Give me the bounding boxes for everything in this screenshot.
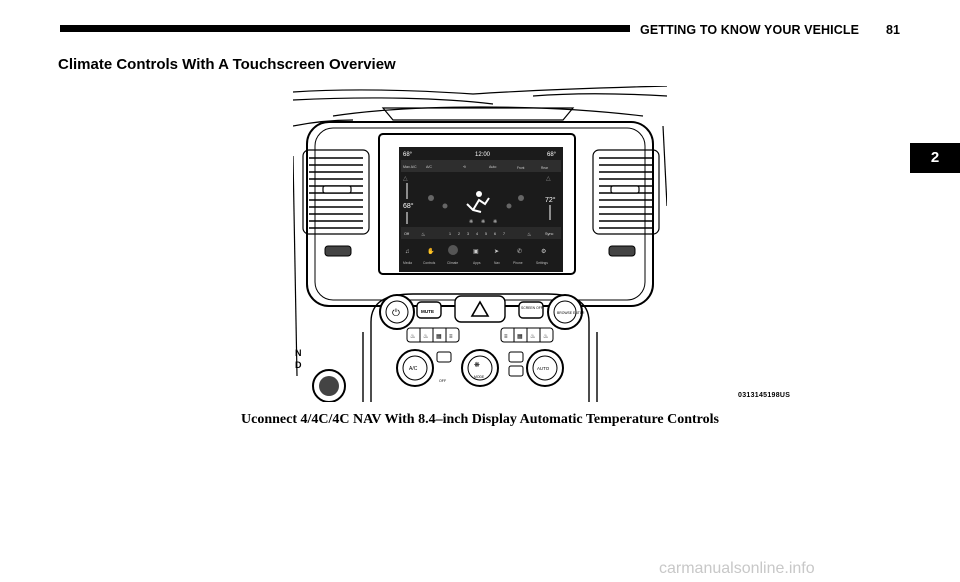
max-ac-button[interactable]: Max A/C: [403, 165, 417, 169]
off-label: OFF: [439, 379, 447, 383]
svg-text:❋: ❋: [481, 219, 485, 225]
header-rule: [60, 25, 630, 32]
right-air-vent: [592, 149, 660, 257]
right-temp-knob[interactable]: AUTO: [526, 349, 564, 387]
fan-icon: ❋: [474, 361, 480, 369]
screen-clock: 12:00: [475, 152, 491, 158]
phone-icon[interactable]: ✆: [517, 248, 522, 255]
left-temp-knob[interactable]: A/C: [396, 349, 434, 387]
right-temp-up-icon[interactable]: △: [546, 176, 551, 182]
svg-text:♨: ♨: [530, 333, 535, 340]
nav-controls[interactable]: Controls: [423, 261, 436, 265]
fan-speed-7[interactable]: 7: [503, 232, 505, 236]
left-setpoint: 68°: [403, 202, 414, 210]
nav-apps[interactable]: Apps: [473, 261, 481, 265]
svg-text:SCREEN OFF: SCREEN OFF: [521, 306, 543, 310]
svg-text:BROWSE ENTER: BROWSE ENTER: [557, 311, 585, 315]
seat-button-row[interactable]: [406, 327, 554, 343]
nav-settings[interactable]: Settings: [536, 261, 548, 265]
figure-id: 0313145198US: [738, 392, 791, 399]
nav-climate[interactable]: Climate: [447, 261, 458, 265]
left-temp-up-icon[interactable]: △: [403, 176, 408, 182]
sync-button[interactable]: Sync: [545, 232, 554, 236]
lower-control-panel: [362, 293, 598, 402]
nav-media[interactable]: Media: [403, 261, 412, 265]
fan-speed-1[interactable]: 1: [449, 232, 451, 236]
fan-speed-2[interactable]: 2: [458, 232, 460, 236]
svg-text:MODE: MODE: [474, 375, 485, 379]
media-icon[interactable]: ♫: [405, 249, 410, 255]
left-air-vent: [302, 149, 370, 257]
climate-icon[interactable]: [448, 245, 458, 255]
right-setpoint: 72°: [545, 196, 556, 204]
dashboard-illustration: 68° 12:00 68° Max A/C A/C ⟲ Auto Front R…: [292, 85, 668, 403]
svg-text:AUTO: AUTO: [537, 366, 550, 371]
nav-icons[interactable]: ♫ ✋ ▣ ➤ ✆ ⚙: [405, 245, 546, 255]
fan-speed-5[interactable]: 5: [485, 232, 487, 236]
svg-text:≡: ≡: [449, 334, 453, 340]
browse-enter-knob[interactable]: BROWSE ENTER: [547, 294, 585, 330]
svg-text:A/C: A/C: [409, 366, 418, 372]
power-icon: ⏻: [392, 308, 400, 319]
gear-selector: N D: [295, 348, 346, 403]
svg-text:MUTE: MUTE: [421, 309, 434, 314]
seat-heat-icons: ♨ ♨ ▦ ≡ ≡ ▦ ♨ ♨: [410, 333, 548, 340]
nav-phone[interactable]: Phone: [513, 261, 523, 265]
watermark[interactable]: carmanualsonline.info: [659, 560, 815, 577]
nav-nav[interactable]: Nav: [494, 261, 500, 265]
recirc-icon[interactable]: ⟲: [463, 165, 467, 169]
mode-knob[interactable]: ❋ MODE: [461, 349, 499, 387]
svg-text:D: D: [295, 360, 302, 370]
svg-text:N: N: [295, 348, 302, 358]
page-number: 81: [886, 23, 900, 37]
front-defrost-button[interactable]: Front: [517, 166, 525, 170]
touchscreen[interactable]: 68° 12:00 68° Max A/C A/C ⟲ Auto Front R…: [378, 133, 576, 275]
airflow-mode-icons[interactable]: [428, 195, 524, 209]
fan-speed-3[interactable]: 3: [467, 232, 469, 236]
apps-icon[interactable]: ▣: [473, 249, 479, 255]
settings-icon[interactable]: ⚙: [541, 248, 546, 255]
section-title: Climate Controls With A Touchscreen Over…: [58, 56, 396, 73]
nav-icon[interactable]: ➤: [494, 249, 499, 255]
svg-text:▦: ▦: [436, 334, 442, 340]
svg-text:♨: ♨: [543, 333, 548, 340]
hazard-button[interactable]: [454, 295, 506, 323]
ac-button[interactable]: A/C: [426, 165, 432, 169]
svg-text:❋: ❋: [493, 219, 497, 225]
screen-off-button[interactable]: SCREEN OFF: [518, 301, 544, 319]
svg-text:♨: ♨: [410, 333, 415, 340]
volume-knob[interactable]: ⏻: [379, 294, 415, 330]
rear-defrost-button[interactable]: Rear: [541, 166, 549, 170]
hazard-icon: [470, 300, 490, 317]
svg-text:♨: ♨: [423, 333, 428, 340]
fan-mode-icons[interactable]: ❋ ❋ ❋: [469, 219, 497, 225]
chapter-tab[interactable]: 2: [910, 143, 960, 173]
controls-icon[interactable]: ✋: [427, 247, 434, 255]
defrost-buttons[interactable]: [436, 351, 524, 377]
seated-person-icon: [466, 191, 490, 213]
svg-text:≡: ≡: [504, 334, 508, 340]
off-button[interactable]: Off: [404, 232, 410, 236]
figure-caption: Uconnect 4/4C/4C NAV With 8.4–inch Displ…: [241, 412, 719, 427]
seat-heat-right-icon[interactable]: ♨: [527, 232, 531, 238]
screen-left-temp: 68°: [403, 152, 413, 158]
mute-button[interactable]: MUTE: [416, 301, 442, 319]
seat-heat-left-icon[interactable]: ♨: [421, 232, 425, 238]
running-header-title: GETTING TO KNOW YOUR VEHICLE: [640, 23, 860, 37]
fan-speed-6[interactable]: 6: [494, 232, 496, 236]
svg-text:▦: ▦: [517, 334, 523, 340]
auto-button[interactable]: Auto: [489, 165, 496, 169]
dash-outline: [292, 85, 668, 377]
svg-text:❋: ❋: [469, 219, 473, 225]
fan-speed-4[interactable]: 4: [476, 232, 478, 236]
screen-right-temp: 68°: [547, 152, 557, 158]
